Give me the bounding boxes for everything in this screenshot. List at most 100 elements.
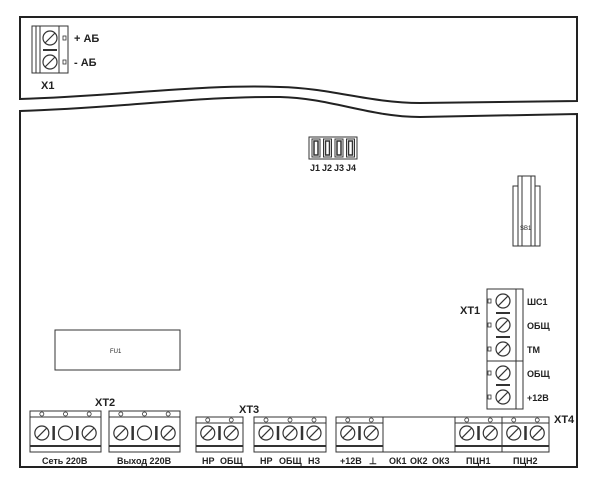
screw-slot [342,427,354,439]
pin-contact [464,417,470,423]
xt1-terminal [486,288,524,410]
screw-slot [531,427,543,439]
xt4-pin-label: +12В [340,456,362,466]
xt3-pin-label: НЗ [308,456,320,466]
pin-contact [142,411,147,417]
screw-icon [34,425,50,441]
screw-icon [81,425,97,441]
xt4-pin-label: ПЦН1 [466,456,491,466]
jumper-label-j3: J3 [334,163,344,173]
pin-contact [263,417,269,423]
screw-icon [482,425,498,441]
screw-icon [160,425,176,441]
pin-contact [86,411,92,417]
pin-contact [487,394,492,400]
terminal-hole [57,425,74,441]
pin-contact [487,298,492,304]
pin-contact [39,411,45,417]
screw-slot [162,427,174,439]
screw-icon [340,425,356,441]
xt1-body [486,288,524,410]
ok-outputs-area [382,416,456,453]
screw-icon [495,293,511,309]
screw-slot [461,427,473,439]
x1-pin-minus-label: - АБ [74,57,97,69]
xt4-pin-label: ОК2 [410,456,428,466]
xt4-label: XT4 [554,414,575,426]
jumper-cap [336,140,342,156]
screw-slot [202,427,214,439]
xt2-group-label: Сеть 220В [42,456,88,466]
xt4-pin-label: ОК1 [389,456,407,466]
pin-contact [165,411,171,417]
sb1-button[interactable] [512,175,541,247]
xt1-pin-label: ОБЩ [527,369,550,379]
screw-icon [506,425,522,441]
pin-contact [205,417,211,423]
pin-contact [487,322,492,328]
x1-terminal [31,25,69,74]
screw-slot [260,427,272,439]
screw-slot [225,427,237,439]
screw-icon [258,425,274,441]
xt4-pin-label: ПЦН2 [513,456,538,466]
xt4-pin-label: ОК3 [432,456,450,466]
screw-slot [497,391,509,403]
pin-contact [511,417,517,423]
xt1-pin-label: ОБЩ [527,321,550,331]
fu1-fuse [54,329,181,371]
jumper-label-j4: J4 [346,163,356,173]
jumper-frame [308,136,358,160]
screw-slot [497,343,509,355]
pin-contact [368,417,374,423]
screw-icon [223,425,239,441]
jumper-label-j2: J2 [322,163,332,173]
screw-icon [495,365,511,381]
x1-pin-plus-label: + АБ [74,33,99,45]
screw-slot [365,427,377,439]
screw-icon [113,425,129,441]
screw-icon [495,389,511,405]
screw-slot [508,427,520,439]
screw-icon [495,341,511,357]
screw-icon [282,425,298,441]
xt3-pin-label: НР [260,456,273,466]
sb1-label: SB1 [520,226,532,232]
pin-contact [534,417,540,423]
screw-slot [497,367,509,379]
screw-icon [306,425,322,441]
screw-slot [115,427,127,439]
screw-icon [200,425,216,441]
fu1-label: FU1 [110,349,122,355]
jumper-cap [313,140,319,156]
pin-contact [487,417,493,423]
jumper-block [308,136,358,160]
pin-contact [287,417,293,423]
main-board-outline [19,95,578,468]
pin-contact [311,417,317,423]
screw-slot [284,427,296,439]
xt4-pin-label: ⊥ [369,456,377,466]
jumper-cap [324,140,331,156]
pin-contact [487,346,492,352]
xt2-group-label: Выход 220В [117,456,172,466]
pin-contact [345,417,351,423]
screw-slot [497,319,509,331]
xt1-pin-label: ШС1 [527,297,548,307]
xt3-pin-label: НР [202,456,215,466]
xt1-label: XT1 [460,305,480,317]
battery-panel-outline [19,16,578,105]
pin-contact [118,411,124,417]
screw-icon [363,425,379,441]
screw-slot [308,427,320,439]
xt3-pin-label: ОБЩ [279,456,302,466]
jumper-cap [347,140,354,156]
screw-slot [497,295,509,307]
screw-slot [83,427,95,439]
bottom-terminals [29,410,550,453]
screw-icon [459,425,475,441]
screw-slot [36,427,48,439]
xt3-pin-label: ОБЩ [220,456,243,466]
screw-slot [484,427,496,439]
